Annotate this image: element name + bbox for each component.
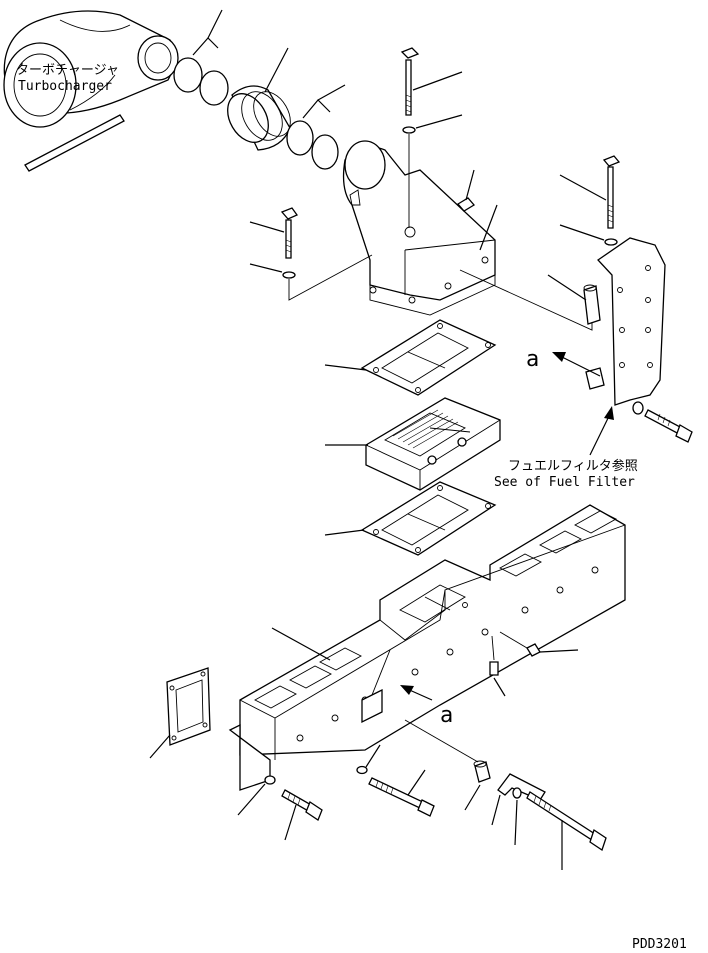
seal-rings-upper [173,9,229,106]
bolt-top [400,47,463,228]
gasket-lower [324,481,497,556]
washer-right [512,787,522,846]
turbocharger [3,10,179,172]
view-label-a-top: a [526,347,539,372]
gasket-upper [324,319,497,396]
end-gasket [149,667,211,759]
bolt-bottom-left [281,789,323,841]
washer-middle [356,744,381,775]
turbocharger-label-en: Turbocharger [18,79,112,94]
view-label-a-bottom: a [440,703,453,728]
view-arrow-a-top: a [526,347,601,377]
drawing-code: PDD3201 [632,937,687,952]
stud-fitting [457,169,475,212]
bellows-joint [227,47,291,151]
seal-rings-lower [286,84,346,170]
fuel-filter-reference: フュエルフィルタ参照 See of Fuel Filter [494,406,638,490]
washer-left [237,775,276,816]
fuel-filter-label-jp: フュエルフィルタ参照 [508,458,638,474]
spacer-bottom [404,719,491,811]
fuel-filter-label-en: See of Fuel Filter [494,475,635,490]
bolt-left [249,207,373,301]
bracket-right [459,155,693,443]
bolt-bottom-middle [368,769,435,817]
exhaust-manifold [228,504,626,791]
bolt-long-right [526,791,607,870]
spacer-block [325,397,501,491]
exhaust-elbow [342,140,498,316]
view-arrow-a-bottom: a [400,685,453,728]
manifold-fittings [489,631,579,697]
turbocharger-label-jp: ターボチャージャ [16,63,119,78]
